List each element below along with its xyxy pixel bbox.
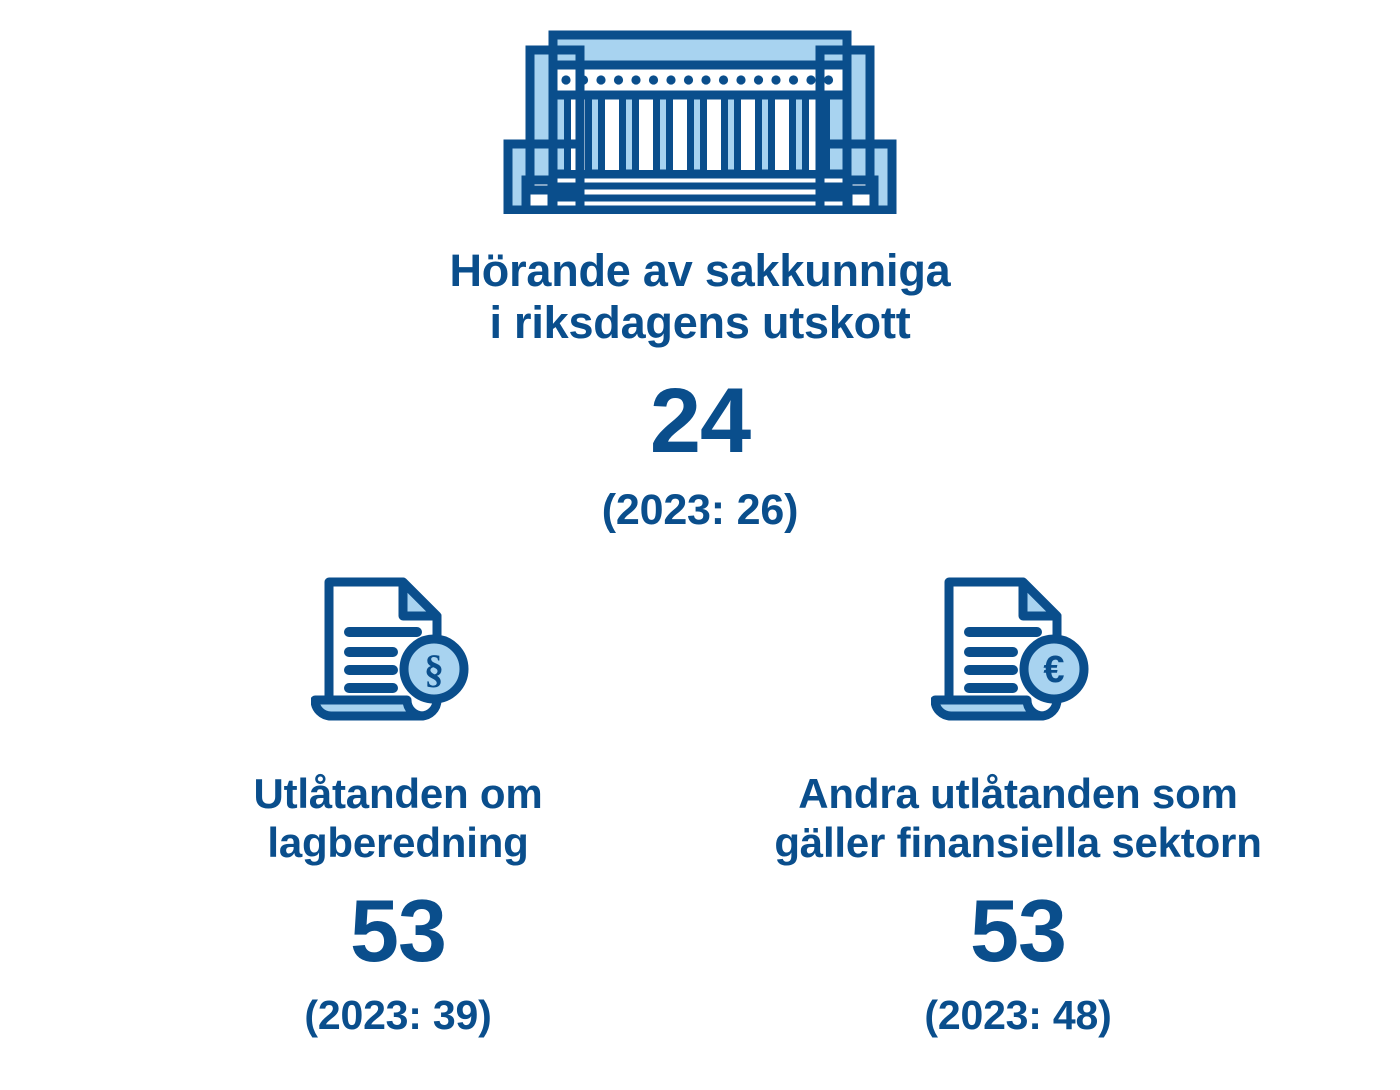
stat-value-hearings: 24 (649, 370, 751, 473)
stat-title-financial-sector: Andra utlåtanden som gäller finansiella … (774, 770, 1262, 867)
page-curl (930, 695, 1047, 721)
stat-title-line-2: lagberedning (267, 818, 529, 866)
stat-value-law-drafting: 53 (350, 881, 447, 981)
document-paragraph-icon: § (310, 572, 486, 742)
document-text-lines (343, 627, 422, 693)
column-separators (564, 95, 830, 174)
stat-title-line-1: Utlåtanden om (253, 770, 543, 817)
stat-title-line-1: Andra utlåtanden som (798, 770, 1238, 817)
stat-compare-financial-sector: (2023: 48) (924, 992, 1112, 1039)
stat-block-financial-sector: € Andra utlåtanden som gäller finansiell… (738, 572, 1298, 1036)
euro-symbol: € (1043, 649, 1064, 691)
stat-compare-law-drafting: (2023: 39) (304, 992, 492, 1039)
stat-title-line-2: gäller finansiella sektorn (774, 818, 1262, 866)
folded-corner (1018, 577, 1061, 621)
parliament-building-icon (495, 24, 905, 219)
stat-block-law-drafting: § Utlåtanden om lagberedning 53 (2023: 3… (118, 572, 678, 1036)
stat-compare-hearings: (2023: 26) (601, 486, 799, 535)
document-euro-icon: € (930, 572, 1106, 742)
stat-title-line-2: i riksdagens utskott (489, 297, 911, 349)
document-text-lines (963, 627, 1042, 693)
stat-title-hearings: Hörande av sakkunniga i riksdagens utsko… (450, 245, 951, 349)
stat-title-law-drafting: Utlåtanden om lagberedning (253, 770, 542, 867)
paragraph-badge (399, 634, 468, 704)
stat-block-hearings: Hörande av sakkunniga i riksdagens utsko… (0, 24, 1400, 532)
stat-value-financial-sector: 53 (970, 881, 1067, 981)
page-curl (310, 695, 427, 721)
folded-corner (398, 577, 441, 621)
base-steps (553, 182, 847, 202)
paragraph-symbol: § (424, 647, 444, 692)
stat-title-line-1: Hörande av sakkunniga (449, 245, 951, 296)
euro-badge (1019, 634, 1088, 704)
